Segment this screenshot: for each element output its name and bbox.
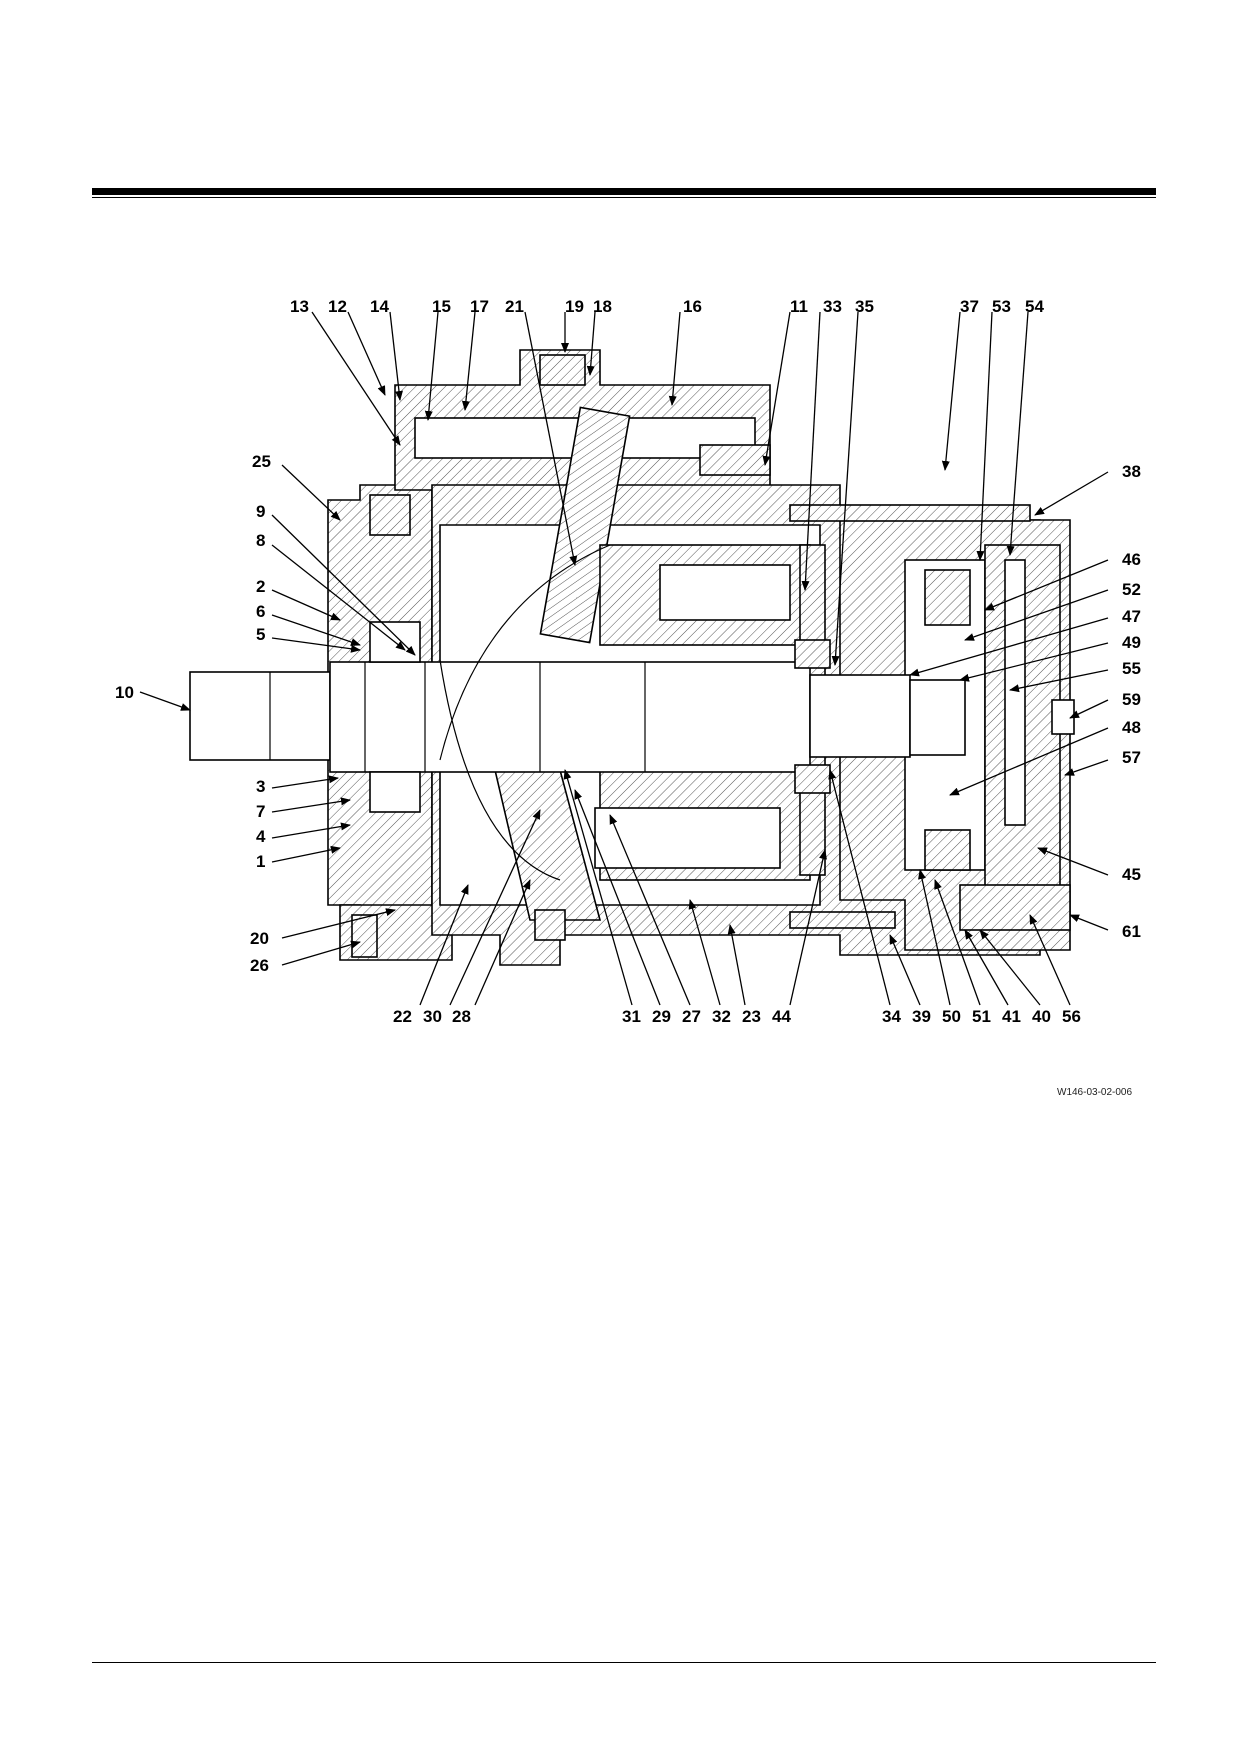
callout-13: 13 [290, 297, 309, 316]
callout-21: 21 [505, 297, 524, 316]
brake-disk-pack-lower [924, 829, 971, 871]
brake-disk-pack [924, 569, 971, 626]
callout-4: 4 [256, 827, 266, 846]
callout-35: 35 [855, 297, 874, 316]
callout-3: 3 [256, 777, 265, 796]
callout-11: 11 [790, 297, 808, 316]
callout-20: 20 [250, 929, 269, 948]
header-rule-thin [92, 197, 1156, 198]
plug-19 [539, 354, 586, 386]
callout-55: 55 [1122, 659, 1141, 678]
callout-53: 53 [992, 297, 1011, 316]
footer-rule [92, 1662, 1156, 1663]
callout-38: 38 [1122, 462, 1141, 481]
callout-41: 41 [1002, 1007, 1021, 1026]
callout-10: 10 [115, 683, 134, 702]
callout-32: 32 [712, 1007, 731, 1026]
callout-59: 59 [1122, 690, 1141, 709]
callout-56: 56 [1062, 1007, 1081, 1026]
callout-47: 47 [1122, 607, 1141, 626]
callout-16: 16 [683, 297, 702, 316]
shaft-spline [189, 671, 331, 761]
callout-9: 9 [256, 502, 265, 521]
callout-14: 14 [370, 297, 389, 316]
pin-bore [1004, 559, 1026, 826]
callout-15: 15 [432, 297, 451, 316]
callout-49: 49 [1122, 633, 1141, 652]
callout-23: 23 [742, 1007, 761, 1026]
callout-51: 51 [972, 1007, 991, 1026]
callout-22: 22 [393, 1007, 412, 1026]
drive-shaft [329, 661, 811, 773]
callout-18: 18 [593, 297, 612, 316]
callout-52: 52 [1122, 580, 1141, 599]
callout-6: 6 [256, 602, 265, 621]
callout-8: 8 [256, 531, 265, 550]
bolt-25 [369, 494, 411, 536]
callout-19: 19 [565, 297, 584, 316]
figure-code: W146-03-02-006 [1057, 1087, 1132, 1098]
shaft-end [909, 679, 966, 756]
callout-54: 54 [1025, 297, 1044, 316]
rear-bearing-upper [794, 639, 831, 669]
callout-61: 61 [1122, 922, 1141, 941]
rear-bearing-lower [794, 764, 831, 794]
callout-40: 40 [1032, 1007, 1051, 1026]
plug-11 [699, 444, 771, 476]
callout-46: 46 [1122, 550, 1141, 569]
fitting-56 [959, 884, 1071, 931]
drawing-body [189, 349, 1075, 966]
piston-upper [659, 564, 791, 621]
callout-45: 45 [1122, 865, 1141, 884]
callout-25: 25 [252, 452, 271, 471]
leader-lines [139, 311, 1109, 1006]
callout-12: 12 [328, 297, 347, 316]
callout-44: 44 [772, 1007, 791, 1026]
callout-5: 5 [256, 625, 265, 644]
piston-lower [594, 807, 781, 869]
plug-22 [534, 909, 566, 941]
callout-30: 30 [423, 1007, 442, 1026]
callout-57: 57 [1122, 748, 1141, 767]
callout-17: 17 [470, 297, 489, 316]
cover-bolt [789, 504, 1031, 522]
swash-plate [539, 406, 631, 644]
callout-31: 31 [622, 1007, 641, 1026]
callout-27: 27 [682, 1007, 701, 1026]
bottom-bolt [789, 911, 896, 929]
callout-labels: 13 12 14 15 17 21 19 18 16 11 33 35 37 5… [115, 297, 1141, 1026]
callout-1: 1 [256, 852, 265, 871]
callout-37: 37 [960, 297, 979, 316]
shaft-rear [809, 674, 911, 758]
callout-2: 2 [256, 577, 265, 596]
header-rule [92, 188, 1156, 195]
bolt-26 [351, 914, 378, 958]
callout-28: 28 [452, 1007, 471, 1026]
callout-29: 29 [652, 1007, 671, 1026]
callout-48: 48 [1122, 718, 1141, 737]
callout-50: 50 [942, 1007, 961, 1026]
callout-39: 39 [912, 1007, 931, 1026]
front-bearing-lower [369, 771, 421, 813]
callout-34: 34 [882, 1007, 901, 1026]
callout-33: 33 [823, 297, 842, 316]
callout-26: 26 [250, 956, 269, 975]
callout-7: 7 [256, 802, 265, 821]
